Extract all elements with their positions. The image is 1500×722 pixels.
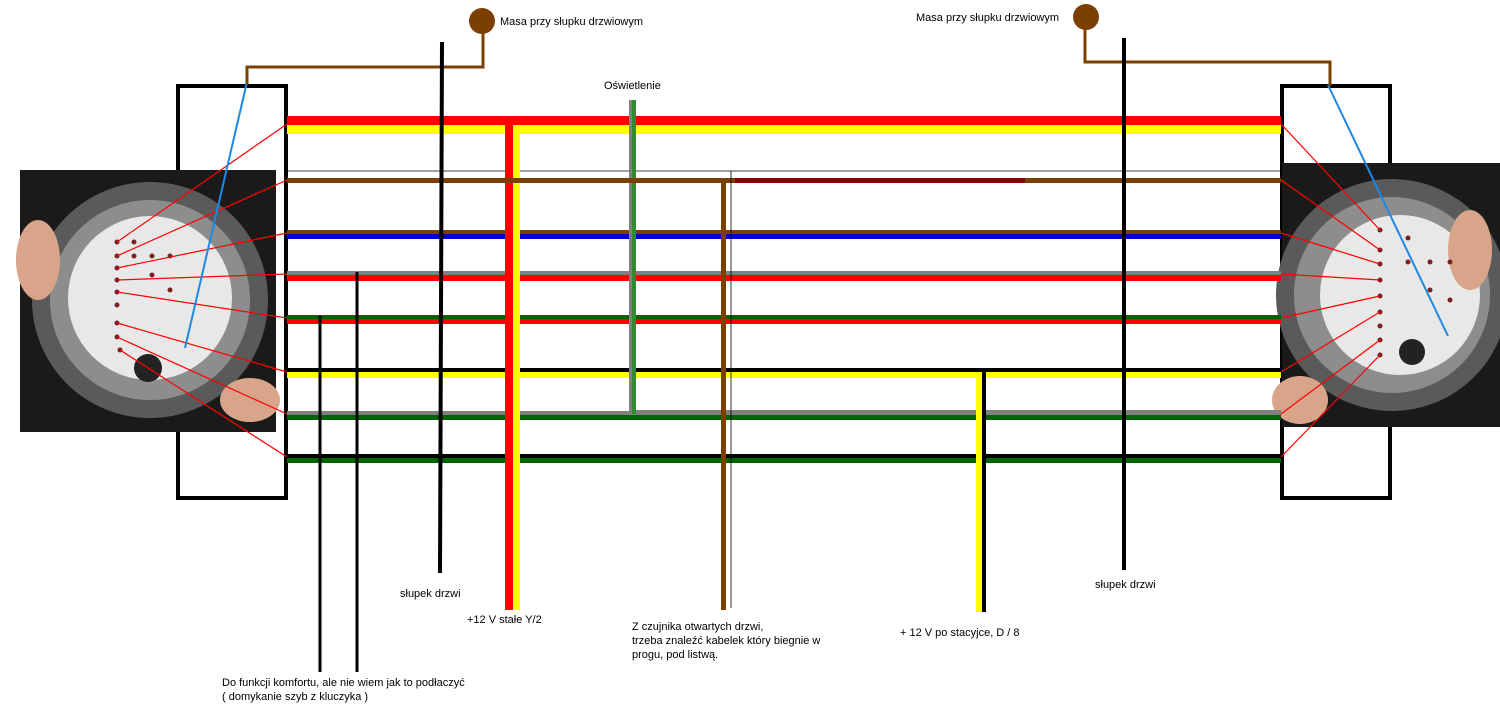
- ground-dot-icon-right: [1073, 4, 1099, 30]
- wire-3-blue: [287, 230, 1281, 239]
- wire-2-brown: [287, 170, 1281, 183]
- label-door-sensor: Z czujnika otwartych drzwi, trzeba znale…: [632, 621, 821, 661]
- wire-1-red-yellow: [287, 116, 1281, 134]
- connector-photo-left: [16, 170, 280, 432]
- tap-ignition-12v: [976, 370, 986, 612]
- wire-8-black-green: [287, 454, 1281, 463]
- tap-pillar-left: [438, 41, 444, 574]
- label-constant-12v: +12 V stałe Y/2: [467, 614, 542, 626]
- ground-wire-right: [1083, 18, 1332, 86]
- tap-lighting: [629, 100, 1281, 414]
- blue-jumper-right: [1327, 84, 1449, 337]
- connector-photo-right: [1272, 163, 1500, 427]
- tap-constant-12v: [505, 125, 520, 610]
- pin-leaders-right: [1280, 123, 1381, 458]
- label-ground-right: Masa przy słupku drzwiowym: [916, 12, 1060, 24]
- blue-jumper-left: [184, 81, 248, 349]
- label-pillar-left: słupek drzwi: [400, 588, 461, 600]
- ground-dot-icon-left: [469, 8, 495, 34]
- ground-wire-left: [245, 22, 485, 84]
- label-pillar-right: słupek drzwi: [1095, 579, 1156, 591]
- label-lighting: Oświetlenie: [604, 80, 661, 92]
- wire-4-grey-red: [287, 271, 1281, 281]
- tap-door-sensor: [287, 171, 732, 610]
- label-comfort: Do funkcji komfortu, ale nie wiem jak to…: [222, 677, 465, 703]
- pin-leaders-left: [116, 123, 288, 458]
- wire-5-green-red: [287, 315, 1281, 324]
- wire-6-black-yellow: [287, 368, 1281, 378]
- label-ignition-12v: + 12 V po stacyjce, D / 8: [900, 627, 1020, 639]
- label-ground-left: Masa przy słupku drzwiowym: [500, 16, 644, 28]
